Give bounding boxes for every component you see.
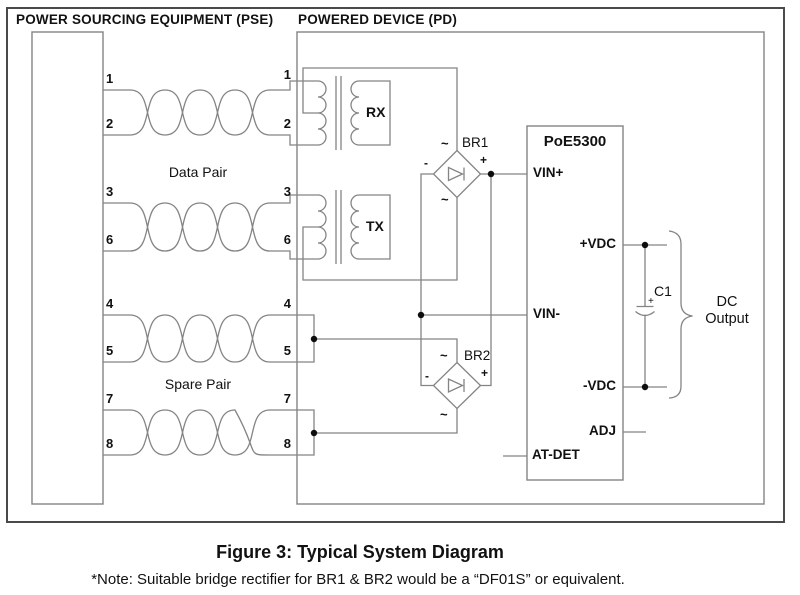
figure-note: *Note: Suitable bridge rectifier for BR1… <box>91 571 625 588</box>
br2-ac-bottom-label: ~ <box>440 407 448 422</box>
tx-transformer-label: TX <box>366 218 384 234</box>
pin-label-7-right: 7 <box>283 391 291 406</box>
br1-minus-label: - <box>424 156 428 170</box>
rx-transformer-label: RX <box>366 104 386 120</box>
capacitor-c1-label: C1 <box>654 283 672 299</box>
dc-output-network <box>623 230 693 399</box>
pin-label-3-left: 3 <box>106 184 114 199</box>
br1-label: BR1 <box>462 135 489 150</box>
pin-label-7-left: 7 <box>106 391 114 406</box>
rx-transformer <box>302 67 458 151</box>
br1-ac-bottom-label: ~ <box>441 192 449 207</box>
bridge-rectifier-br1 <box>432 149 482 199</box>
pin-label-8-right: 8 <box>283 436 291 451</box>
pse-box <box>31 31 104 505</box>
spare-pair-label: Spare Pair <box>164 376 232 392</box>
chip-pin-adj: ADJ <box>588 423 616 438</box>
junction-dots <box>310 170 649 437</box>
pin-label-4-left: 4 <box>106 296 114 311</box>
twisted-pair-1-2 <box>103 80 318 146</box>
pse-header: POWER SOURCING EQUIPMENT (PSE) <box>16 12 274 27</box>
pd-header: POWERED DEVICE (PD) <box>298 12 458 27</box>
twisted-pair-3-6 <box>103 194 318 260</box>
twisted-pair-7-8 <box>103 408 458 456</box>
pin-label-5-left: 5 <box>106 343 114 358</box>
pin-label-1-right: 1 <box>283 67 291 82</box>
bridge-rails <box>420 173 527 387</box>
pin-label-3-right: 3 <box>283 184 291 199</box>
dc-output-label-line1: DC <box>716 294 738 310</box>
pin-label-1-left: 1 <box>106 71 114 86</box>
pin-label-6-right: 6 <box>283 232 291 247</box>
poe5300-chip-outline <box>503 125 646 481</box>
diagram-border <box>6 7 785 523</box>
br1-plus-label: + <box>480 153 488 167</box>
pin-label-2-left: 2 <box>106 116 114 131</box>
dc-output-label-line2: Output <box>705 311 749 327</box>
twisted-pair-4-5 <box>103 314 458 363</box>
br2-minus-label: - <box>425 369 429 383</box>
chip-pin-vin-plus: VIN+ <box>533 165 564 180</box>
pin-label-4-right: 4 <box>283 296 291 311</box>
chip-name: PoE5300 <box>543 133 607 150</box>
capacitor-polarity-label: + <box>648 296 654 307</box>
br2-label: BR2 <box>464 348 491 363</box>
pin-label-6-left: 6 <box>106 232 114 247</box>
figure-caption: Figure 3: Typical System Diagram <box>216 542 504 562</box>
pd-box <box>296 31 765 505</box>
tx-transformer <box>302 190 458 281</box>
bridge-rectifier-br2 <box>432 361 482 410</box>
br1-ac-top-label: ~ <box>441 136 449 151</box>
pin-label-8-left: 8 <box>106 436 114 451</box>
chip-pin-vin-minus: VIN- <box>533 306 560 321</box>
chip-pin-at-det: AT-DET <box>532 447 580 462</box>
chip-pin-vdc-minus: -VDC <box>583 378 616 393</box>
br2-plus-label: + <box>481 366 489 380</box>
pin-label-2-right: 2 <box>283 116 291 131</box>
br2-ac-top-label: ~ <box>440 348 448 363</box>
chip-pin-vdc-plus: +VDC <box>579 236 616 251</box>
pin-label-5-right: 5 <box>283 343 291 358</box>
data-pair-label: Data Pair <box>168 164 228 180</box>
